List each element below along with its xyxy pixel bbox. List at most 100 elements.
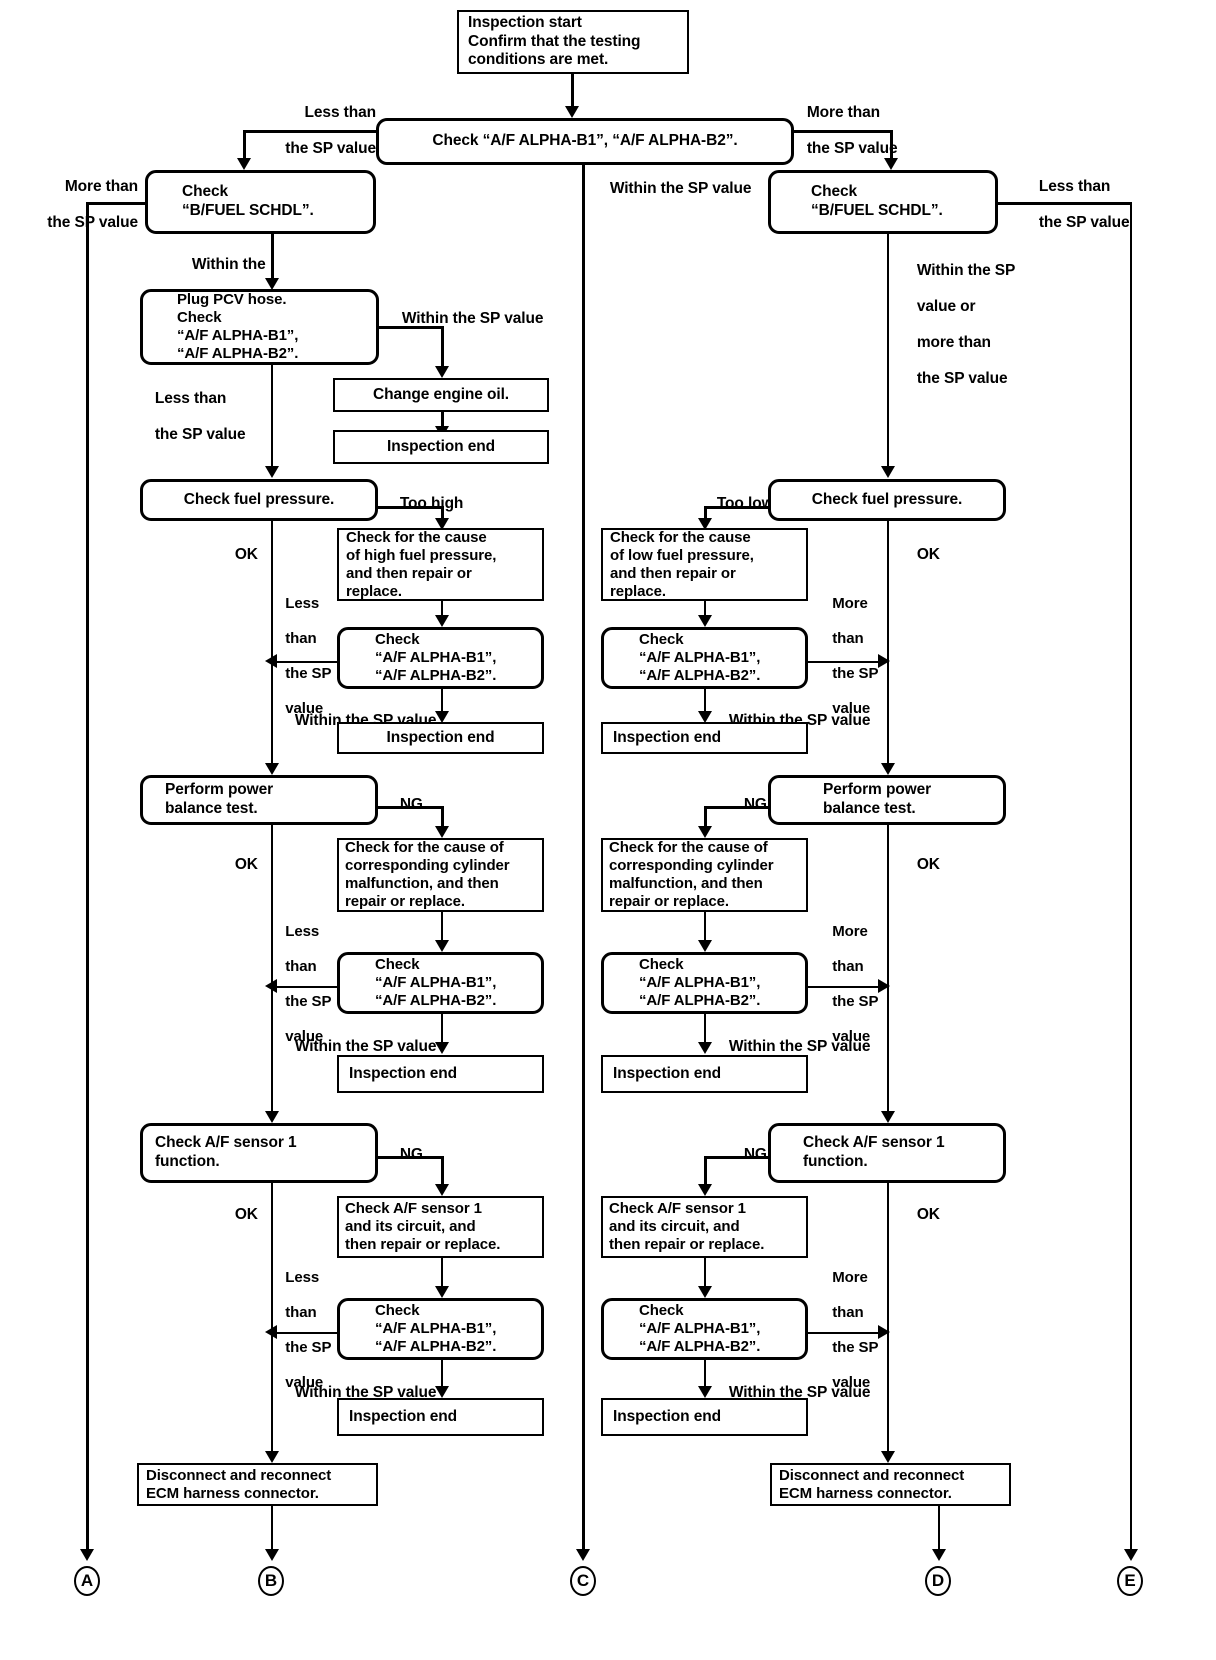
edge-label-within-sp-pb-right: Within the SP value: [728, 1037, 871, 1055]
connector: [378, 806, 443, 809]
node-line: Check A/F sensor 1: [155, 1134, 297, 1152]
arrow-left-icon: [265, 1325, 277, 1339]
edge-label-too-low: Too low: [716, 494, 774, 512]
edge-label-too-high: Too high: [399, 494, 464, 512]
node-line: function.: [155, 1153, 220, 1170]
connector: [441, 1360, 443, 1388]
terminal-label: B: [264, 1571, 278, 1590]
connector: [243, 130, 378, 133]
node-line: Check: [182, 183, 229, 201]
arrow-down-icon: [435, 1286, 449, 1298]
edge-label-less-than-sp-stack-pb-left: Less than the SP value: [285, 923, 332, 1045]
node-line: Check: [375, 956, 420, 973]
node-cause-low-fuel-pressure: Check for the cause of low fuel pressure…: [601, 528, 808, 601]
node-line: Inspection end: [349, 1064, 457, 1082]
edge-label-within-sp-pb-left: Within the SP value: [294, 1037, 437, 1055]
node-line: Inspection end: [387, 437, 495, 455]
arrow-down-icon: [435, 615, 449, 627]
connector: [243, 130, 246, 160]
node-line: “A/F ALPHA-B1”,: [375, 1320, 497, 1337]
arrow-right-icon: [878, 654, 890, 668]
node-line: of low fuel pressure,: [610, 546, 754, 564]
arrow-down-icon: [698, 518, 712, 530]
edge-label-less-than-sp-pcv: Less than the SP value: [154, 389, 246, 443]
node-cause-high-fuel-pressure: Check for the cause of high fuel pressur…: [337, 528, 544, 601]
node-ecm-harness-right: Disconnect and reconnect ECM harness con…: [770, 1463, 1011, 1506]
node-line: malfunction, and then: [609, 875, 763, 892]
edge-label-less-than-sp-top: Less than the SP value: [285, 103, 376, 157]
node-af-sensor-function-left: Check A/F sensor 1 function.: [140, 1123, 378, 1183]
connector: [704, 1156, 707, 1186]
arrow-right-icon: [878, 1325, 890, 1339]
connector-to-terminal-e: [1130, 202, 1132, 1551]
node-line: Check for the cause of: [345, 839, 504, 856]
node-line: and then repair or: [346, 564, 472, 582]
edge-label-more-than-sp-stack-fp-right: More than the SP value: [832, 595, 879, 717]
node-line: Check fuel pressure.: [811, 490, 963, 508]
arrow-down-icon: [698, 826, 712, 838]
node-line: Check for the cause: [610, 528, 751, 546]
connector: [704, 506, 770, 509]
connector: [277, 661, 337, 663]
node-line: Check fuel pressure.: [183, 490, 335, 508]
edge-label-ng-af-left: NG: [399, 1145, 423, 1163]
node-line: “B/FUEL SCHDL”.: [182, 202, 314, 219]
node-line: Check: [639, 631, 684, 648]
edge-label-ok-pb-left: OK: [234, 855, 258, 873]
node-inspection-end-af-left: Inspection end: [337, 1398, 544, 1436]
node-line: Plug PCV hose.: [177, 291, 287, 308]
node-line: “A/F ALPHA-B2”.: [375, 667, 497, 684]
connector: [808, 1332, 880, 1334]
edge-label-less-than-sp-stack-af-left: Less than the SP value: [285, 1269, 332, 1391]
arrow-down-icon: [237, 158, 251, 170]
arrow-down-icon: [881, 1451, 895, 1463]
node-inspection-end-oil: Inspection end: [333, 430, 549, 464]
node-line: Inspection end: [349, 1407, 457, 1425]
node-line: “A/F ALPHA-B1”,: [375, 649, 497, 666]
terminal-c: C: [570, 1566, 596, 1596]
edge-label-less-than-sp-far-right: Less than the SP value: [1038, 177, 1130, 231]
edge-label-more-than-sp-stack-pb-right: More than the SP value: [832, 923, 879, 1045]
arrow-left-icon: [265, 654, 277, 668]
edge-label-within-sp-pcv: Within the SP value: [401, 309, 544, 327]
node-line: balance test.: [823, 800, 916, 817]
arrow-down-icon: [80, 1549, 94, 1561]
node-line: Check A/F sensor 1: [803, 1134, 945, 1152]
arrow-down-icon: [698, 1386, 712, 1398]
connector: [441, 1156, 444, 1186]
arrow-down-icon: [435, 518, 449, 530]
connector: [571, 74, 574, 108]
arrow-down-icon: [265, 278, 279, 290]
connector-to-terminal-a: [86, 202, 89, 1551]
edge-label-ok-pb-right: OK: [916, 855, 940, 873]
connector: [704, 1360, 706, 1388]
arrow-down-icon: [698, 1184, 712, 1196]
node-inspection-start: Inspection start Confirm that the testin…: [457, 10, 689, 74]
connector: [704, 1156, 770, 1159]
node-check-af-alpha-top: Check “A/F ALPHA-B1”, “A/F ALPHA-B2”.: [376, 118, 794, 165]
connector: [704, 806, 770, 809]
arrow-down-icon: [698, 1286, 712, 1298]
node-line: Check: [639, 956, 684, 973]
connector: [887, 234, 889, 468]
connector: [704, 1258, 706, 1288]
arrow-down-icon: [932, 1549, 946, 1561]
node-check-alpha-pb-right: Check “A/F ALPHA-B1”, “A/F ALPHA-B2”.: [601, 952, 808, 1014]
arrow-down-icon: [576, 1549, 590, 1561]
node-line: corresponding cylinder: [609, 857, 774, 874]
node-line: ECM harness connector.: [146, 1484, 319, 1502]
node-line: Check: [375, 1302, 420, 1319]
arrow-down-icon: [435, 1184, 449, 1196]
node-bfuel-schdl-right: Check “B/FUEL SCHDL”.: [768, 170, 998, 234]
arrow-down-icon: [265, 763, 279, 775]
terminal-label: D: [931, 1571, 945, 1590]
connector: [704, 506, 707, 520]
edge-label-within-or-more-right: Within the SP value or more than the SP …: [916, 261, 1016, 387]
node-line: replace.: [346, 582, 402, 600]
connector: [887, 1183, 889, 1453]
node-check-alpha-fuel-pressure-left: Check “A/F ALPHA-B1”, “A/F ALPHA-B2”.: [337, 627, 544, 689]
node-line: Check A/F sensor 1: [345, 1200, 482, 1217]
terminal-label: C: [576, 1571, 590, 1590]
connector: [271, 365, 273, 468]
arrow-down-icon: [265, 466, 279, 478]
